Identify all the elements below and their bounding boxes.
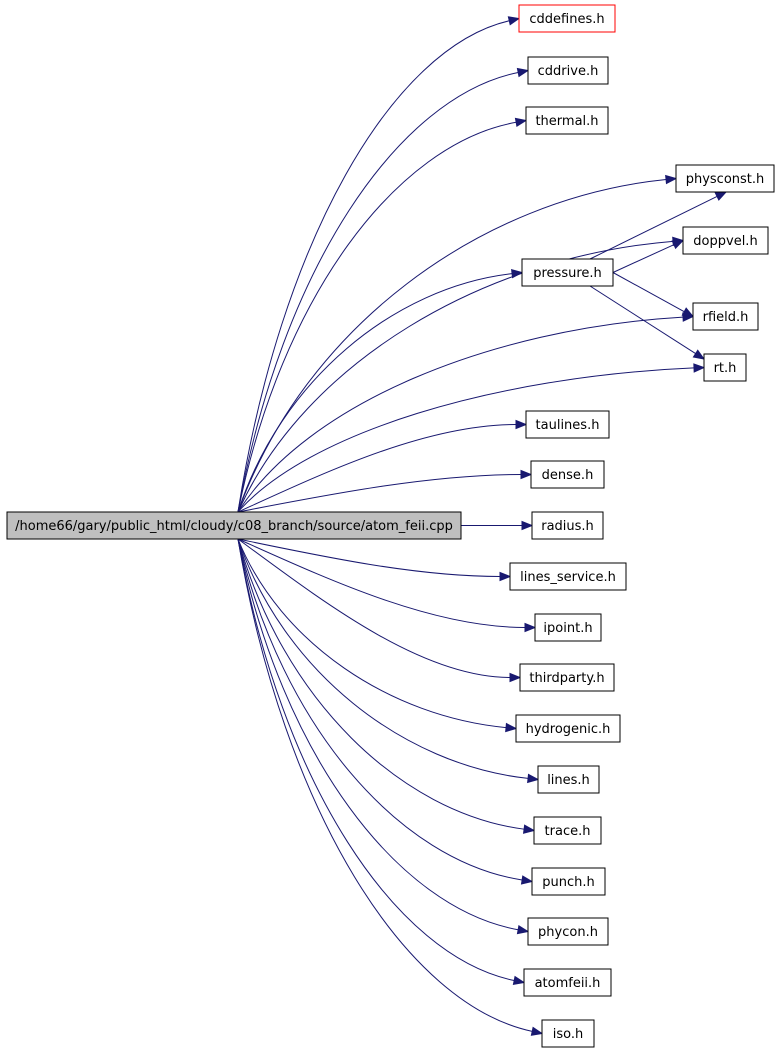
node-root-label: /home66/gary/public_html/cloudy/c08_bran… <box>15 519 453 534</box>
arrowhead-root-to-phycon <box>516 924 530 935</box>
node-rt[interactable]: rt.h <box>703 353 747 382</box>
node-phycon-label: phycon.h <box>538 925 598 940</box>
arrowhead-root-to-taulines <box>515 419 528 430</box>
edge-root-to-doppvel <box>237 240 674 513</box>
arrowhead-root-to-dense <box>520 469 533 480</box>
node-physconst[interactable]: physconst.h <box>675 164 775 193</box>
node-ipoint[interactable]: ipoint.h <box>534 613 602 642</box>
node-atomfeii[interactable]: atomfeii.h <box>523 968 612 997</box>
edge-root-to-lines_service <box>237 538 501 577</box>
node-iso[interactable]: iso.h <box>541 1019 595 1048</box>
arrowhead-root-to-punch <box>520 875 534 885</box>
edge-root-to-hydrogenic <box>237 538 507 729</box>
edge-root-to-punch <box>237 538 523 881</box>
arrowhead-root-to-cddrive <box>516 67 530 78</box>
node-pressure-label: pressure.h <box>533 266 602 281</box>
arrowhead-root-to-physconst <box>665 174 678 185</box>
edge-root-to-rt <box>237 367 695 513</box>
node-dense[interactable]: dense.h <box>530 460 605 489</box>
node-hydrogenic[interactable]: hydrogenic.h <box>515 714 621 743</box>
node-radius[interactable]: radius.h <box>531 511 604 540</box>
node-iso-label: iso.h <box>553 1027 583 1042</box>
edge-root-to-pressure <box>237 273 513 513</box>
arrowhead-pressure-to-doppvel <box>671 239 685 250</box>
arrowhead-pressure-to-rfield <box>681 307 695 318</box>
edge-root-to-lines <box>237 538 529 779</box>
arrowhead-root-to-cddefines <box>507 16 521 26</box>
edge-root-to-physconst <box>237 179 667 513</box>
arrowhead-root-to-lines_service <box>499 571 512 582</box>
node-taulines-label: taulines.h <box>536 418 600 433</box>
node-taulines[interactable]: taulines.h <box>525 410 610 439</box>
node-cddrive-label: cddrive.h <box>538 64 599 79</box>
arrowhead-root-to-ipoint <box>524 622 537 633</box>
arrowhead-root-to-pressure <box>511 268 524 279</box>
arrowhead-root-to-atomfeii <box>512 975 526 986</box>
nodes-layer: /home66/gary/public_html/cloudy/c08_bran… <box>6 4 775 1048</box>
edge-root-to-taulines <box>237 424 517 513</box>
node-thirdparty-label: thirdparty.h <box>529 671 604 686</box>
node-trace-label: trace.h <box>545 824 591 839</box>
node-lines-service[interactable]: lines_service.h <box>509 562 627 591</box>
edge-root-to-dense <box>237 474 522 513</box>
node-cddefines[interactable]: cddefines.h <box>518 4 616 33</box>
edge-root-to-atomfeii <box>237 538 515 981</box>
node-phycon[interactable]: phycon.h <box>527 917 609 946</box>
node-trace[interactable]: trace.h <box>533 816 602 845</box>
node-physconst-label: physconst.h <box>686 172 765 187</box>
arrowhead-root-to-hydrogenic <box>505 722 518 733</box>
node-thirdparty[interactable]: thirdparty.h <box>519 663 615 692</box>
edge-root-to-thirdparty <box>237 538 511 678</box>
arrowhead-root-to-rt <box>693 363 706 373</box>
arrowhead-root-to-thirdparty <box>509 672 522 683</box>
node-pressure[interactable]: pressure.h <box>521 258 614 287</box>
node-lines-label: lines.h <box>547 773 590 788</box>
edge-root-to-ipoint <box>237 538 526 628</box>
arrowhead-root-to-lines <box>527 773 540 784</box>
node-radius-label: radius.h <box>541 519 594 534</box>
arrowhead-root-to-trace <box>522 824 536 834</box>
edge-root-to-phycon <box>237 538 519 931</box>
edges-layer <box>237 16 728 1036</box>
node-cddefines-label: cddefines.h <box>529 12 604 27</box>
node-dense-label: dense.h <box>542 468 594 483</box>
node-atomfeii-label: atomfeii.h <box>535 976 601 991</box>
node-rfield[interactable]: rfield.h <box>692 302 759 331</box>
node-punch-label: punch.h <box>542 875 595 890</box>
arrowhead-root-to-thermal <box>514 117 528 128</box>
arrowhead-pressure-to-rt <box>692 349 706 360</box>
arrowhead-root-to-iso <box>530 1026 544 1036</box>
node-doppvel-label: doppvel.h <box>693 234 757 249</box>
edge-pressure-to-rt <box>589 285 696 355</box>
arrowhead-root-to-radius <box>521 520 534 531</box>
node-cddrive[interactable]: cddrive.h <box>527 56 609 85</box>
node-lines-service-label: lines_service.h <box>520 570 616 585</box>
node-thermal-label: thermal.h <box>535 114 598 129</box>
node-rt-label: rt.h <box>714 361 737 376</box>
node-thermal[interactable]: thermal.h <box>525 106 609 135</box>
edge-pressure-to-rfield <box>612 272 685 313</box>
edge-root-to-cddefines <box>237 20 510 513</box>
node-hydrogenic-label: hydrogenic.h <box>526 722 611 737</box>
node-rfield-label: rfield.h <box>703 310 749 325</box>
node-punch[interactable]: punch.h <box>531 867 606 896</box>
node-lines[interactable]: lines.h <box>537 765 600 794</box>
edge-pressure-to-doppvel <box>612 244 675 273</box>
edge-root-to-iso <box>237 538 533 1032</box>
arrowhead-pressure-to-physconst <box>714 191 728 201</box>
edge-root-to-cddrive <box>237 71 519 513</box>
edge-root-to-rfield <box>237 316 684 513</box>
node-ipoint-label: ipoint.h <box>543 621 592 636</box>
node-root[interactable]: /home66/gary/public_html/cloudy/c08_bran… <box>6 511 462 540</box>
edge-pressure-to-physconst <box>589 195 718 260</box>
edge-root-to-trace <box>237 538 525 830</box>
edge-root-to-thermal <box>237 121 517 513</box>
node-doppvel[interactable]: doppvel.h <box>682 226 769 255</box>
